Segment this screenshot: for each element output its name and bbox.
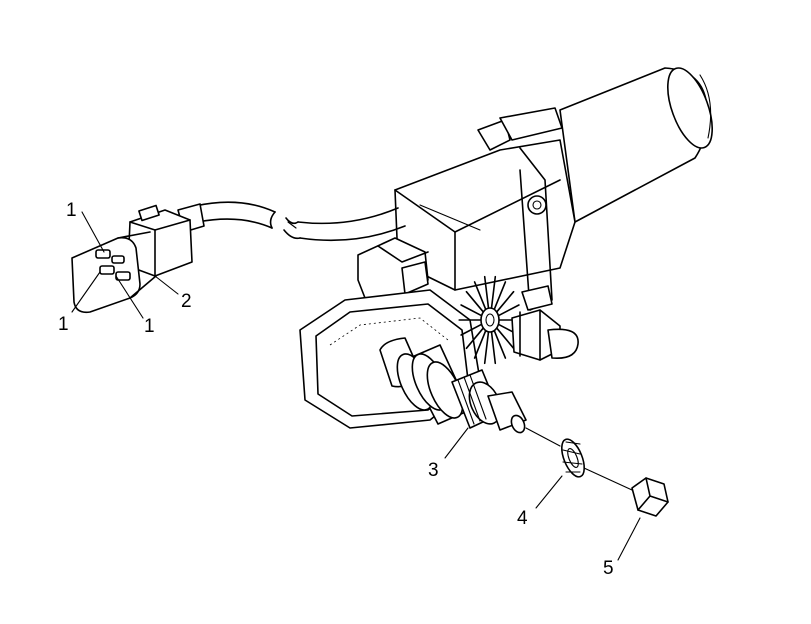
star-spoke [493, 329, 507, 359]
star-spoke [490, 275, 497, 309]
star-spoke [493, 281, 507, 311]
callout-2: 2 [181, 291, 192, 312]
electrical-connector [71, 204, 193, 314]
lock-washer [560, 438, 586, 478]
output-shaft [379, 337, 633, 491]
star-hub [480, 307, 500, 333]
callout-1-left: 1 [58, 314, 69, 335]
star-spoke [473, 281, 487, 311]
mounting-clip [357, 237, 429, 299]
star-spoke [460, 304, 483, 317]
wire-harness [177, 201, 406, 242]
star-spoke [465, 326, 485, 350]
callout-4: 4 [517, 508, 528, 529]
star-spoke [495, 290, 515, 314]
callout-1-top: 1 [66, 200, 77, 221]
star-spoke [483, 275, 490, 309]
star-hole [485, 313, 495, 327]
star-spoke [460, 323, 483, 336]
callout-5: 5 [603, 558, 614, 579]
callout-3: 3 [428, 460, 439, 481]
callout-1-bottom: 1 [144, 316, 155, 337]
mounting-bolt [511, 285, 579, 361]
leader-lines [71, 211, 641, 561]
star-washer [458, 275, 522, 365]
star-spoke [497, 304, 520, 317]
motor-housing [394, 67, 713, 311]
star-spoke [495, 326, 515, 350]
star-spoke [483, 331, 490, 365]
star-spoke [473, 329, 487, 359]
hex-nut [631, 477, 669, 517]
star-spoke [465, 290, 485, 314]
star-spoke [490, 331, 497, 365]
